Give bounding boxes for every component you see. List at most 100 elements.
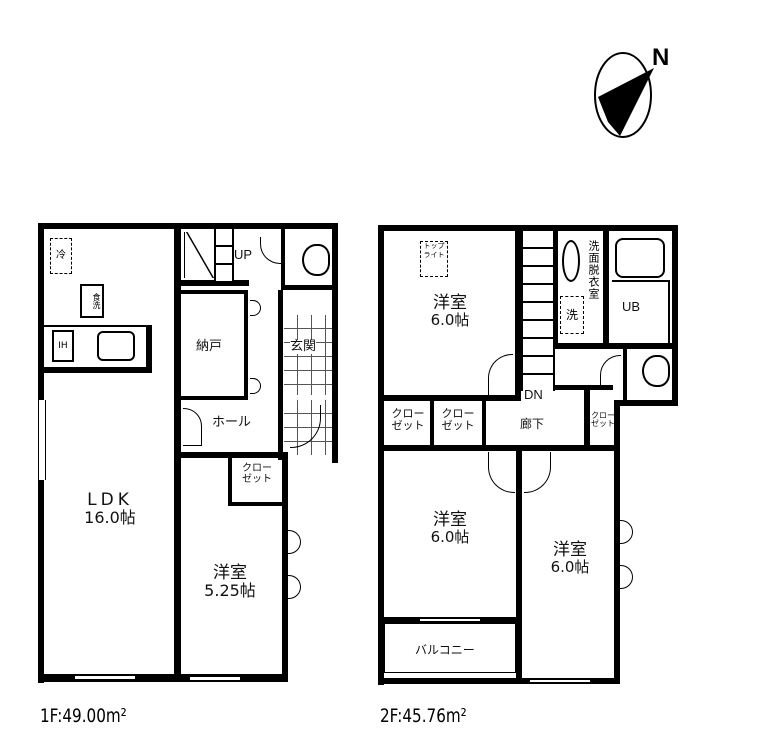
wall — [378, 678, 620, 684]
closet-2f-1: クロー ゼット — [386, 408, 430, 431]
closet-label-line2: ゼット — [591, 419, 615, 429]
stove: IH — [52, 330, 74, 362]
entrance-floor — [284, 315, 332, 395]
wall — [244, 290, 248, 400]
toplight-line2: ライト — [423, 251, 445, 260]
room-size: 6.0帖 — [550, 557, 590, 576]
wall — [281, 229, 285, 289]
room-western-2f-right: 洋室 6.0帖 — [540, 540, 600, 576]
room-name: 洋室 — [213, 563, 247, 583]
room-size: 16.0帖 — [84, 507, 136, 527]
north-compass-icon — [594, 52, 654, 138]
room-washroom: 洗面脱衣室 — [587, 240, 600, 300]
door[interactable] — [488, 354, 513, 395]
room-corridor: 廊下 — [520, 417, 545, 431]
wall — [430, 401, 434, 449]
floor-1-area: 1F:49.00m² — [40, 705, 127, 727]
floor-2-area: 2F:45.76m² — [380, 705, 467, 727]
toplight-line1: トップ — [423, 242, 445, 250]
closet-label-line1: クロー — [591, 411, 615, 420]
room-name: LDK — [87, 490, 133, 510]
window — [420, 617, 480, 623]
dishwasher: 食洗 — [80, 284, 104, 318]
door[interactable] — [250, 378, 261, 394]
washer-label: 洗 — [565, 308, 578, 322]
window — [530, 678, 590, 684]
fridge-label: 冷 — [56, 250, 66, 261]
stairs-down-label: DN — [524, 387, 543, 402]
room-size: 6.0帖 — [430, 310, 470, 329]
door[interactable] — [288, 530, 301, 554]
door[interactable] — [524, 452, 551, 493]
wall — [38, 223, 338, 229]
closet-label-line2: ゼット — [391, 418, 425, 432]
room-name: 洋室 — [433, 510, 467, 530]
wall — [228, 458, 232, 506]
window — [75, 674, 135, 681]
room-name: 洋室 — [433, 293, 467, 313]
north-label: N — [652, 44, 670, 71]
room-size: 5.25帖 — [204, 580, 256, 600]
bath-floor — [612, 280, 670, 344]
wall — [181, 396, 248, 400]
door[interactable] — [620, 520, 633, 544]
wall — [384, 445, 620, 451]
closet-2f-2: クロー ゼット — [436, 408, 480, 431]
wall — [623, 349, 627, 404]
washer-space: 洗 — [560, 296, 584, 334]
closet-1f: クロー ゼット — [234, 463, 280, 485]
door[interactable] — [250, 300, 261, 316]
wall — [614, 400, 678, 406]
closet-label-line2: ゼット — [441, 418, 475, 432]
toilet — [642, 355, 670, 387]
room-hall: ホール — [212, 415, 252, 430]
wall — [181, 452, 288, 458]
wall — [553, 343, 678, 349]
staircase-down — [521, 231, 555, 391]
closet-label-line2: ゼット — [242, 473, 272, 485]
wall — [553, 385, 613, 390]
wall — [482, 401, 486, 449]
window — [190, 675, 240, 682]
door[interactable] — [620, 565, 633, 589]
bathtub — [615, 238, 665, 278]
wall — [515, 231, 521, 401]
door[interactable] — [183, 408, 202, 446]
wall — [38, 674, 288, 682]
door[interactable] — [488, 452, 515, 493]
wall — [282, 455, 288, 682]
toplight: トップ ライト — [420, 241, 448, 277]
balcony-rail — [384, 623, 516, 673]
door[interactable] — [600, 355, 621, 388]
door[interactable] — [288, 575, 301, 599]
stove-label: IH — [58, 341, 68, 351]
wall — [614, 400, 620, 684]
wall — [181, 280, 249, 286]
room-name: 洋室 — [553, 540, 587, 560]
room-western-2f-top: 洋室 6.0帖 — [420, 293, 480, 329]
closet-2f-3: クロー ゼット — [590, 411, 616, 429]
wall — [181, 290, 248, 294]
room-western-1f: 洋室 5.25帖 — [195, 563, 265, 600]
wall — [672, 225, 678, 405]
sink — [97, 331, 135, 361]
wall — [174, 223, 181, 682]
wall — [584, 385, 590, 450]
stairs-up-label: UP — [234, 247, 253, 262]
wall — [516, 451, 522, 683]
toilet — [302, 244, 330, 276]
staircase-up — [214, 229, 234, 281]
washbasin — [562, 240, 580, 282]
room-ldk: LDK 16.0帖 — [75, 490, 145, 527]
wall — [384, 395, 518, 401]
fridge-space: 冷 — [50, 238, 72, 274]
door[interactable] — [260, 237, 281, 264]
wall — [281, 285, 336, 290]
closet-label-line1: クロー — [441, 407, 475, 420]
wall — [378, 225, 678, 231]
room-storage: 納戸 — [196, 339, 223, 354]
stair-diagonal — [184, 232, 215, 278]
wall — [378, 225, 384, 685]
wall — [603, 231, 609, 349]
room-bath: UB — [622, 299, 641, 314]
